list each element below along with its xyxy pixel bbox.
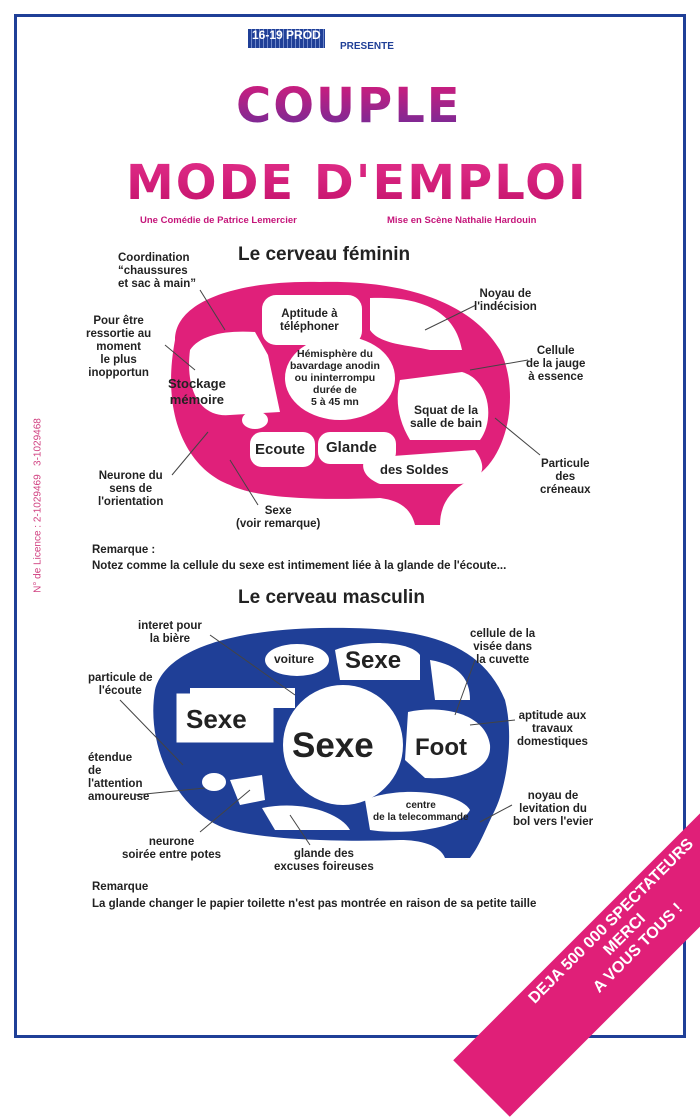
female-label: Noyau de l'indécision [474, 288, 537, 313]
female-label: Sexe (voir remarque) [236, 505, 321, 530]
female-region: Ecoute [255, 441, 306, 458]
director-credit: Mise en Scène Nathalie Hardouin [387, 215, 537, 226]
female-label: Coordination “chaussures et sac à main” [118, 252, 196, 290]
female-remark: Notez comme la cellule du sexe est intim… [92, 560, 507, 572]
male-remark-title: Remarque [92, 881, 149, 893]
male-label: neurone soirée entre potes [122, 836, 222, 861]
female-region: Aptitude à téléphoner [280, 308, 339, 333]
female-label: Cellule de la jauge à essence [526, 345, 586, 383]
title-mode-emploi: MODE D'EMPLOI [126, 155, 588, 211]
female-label: Neurone du sens de l'orientation [98, 470, 164, 508]
male-region: Sexe [292, 726, 374, 765]
male-label: aptitude aux travaux domestiques [517, 710, 588, 748]
male-label: particule de l'écoute [88, 672, 153, 697]
male-label: interet pour la bière [138, 620, 202, 645]
male-label: étendue de l'attention amoureuse [88, 752, 150, 803]
author-credit: Une Comédie de Patrice Lemercier [140, 215, 297, 226]
male-region: Sexe [345, 647, 402, 674]
female-remark-title: Remarque : [92, 544, 156, 556]
male-label: glande des excuses foireuses [274, 848, 374, 873]
female-region: des Soldes [380, 462, 449, 477]
presents-text: PRESENTE [340, 41, 394, 52]
female-region: Squat de la salle de bain [410, 403, 483, 430]
male-remark: La glande changer le papier toilette n'e… [92, 898, 537, 910]
poster-frame [14, 14, 686, 1038]
female-label: Particule des créneaux [540, 458, 591, 496]
female-heading: Le cerveau féminin [238, 244, 411, 265]
female-region: Hémisphère du bavardage anodin ou ininte… [290, 348, 380, 408]
female-region: Stockage mémoire [168, 376, 226, 407]
title-couple: COUPLE [236, 78, 462, 134]
male-heading: Le cerveau masculin [238, 587, 425, 608]
female-region: Glande [326, 439, 377, 456]
brain-diagrams [119, 281, 541, 858]
male-region: Sexe [186, 704, 247, 734]
male-label: cellule de la visée dans la cuvette [470, 628, 536, 666]
male-region: voiture [274, 652, 315, 666]
male-region: Foot [415, 734, 467, 761]
producer-logo: 16-19 PROD [248, 29, 325, 48]
male-label: noyau de levitation du bol vers l'evier [513, 790, 594, 828]
female-label: Pour être ressortie au moment le plus in… [86, 315, 152, 379]
male-region: centre de la telecommande [373, 800, 469, 823]
